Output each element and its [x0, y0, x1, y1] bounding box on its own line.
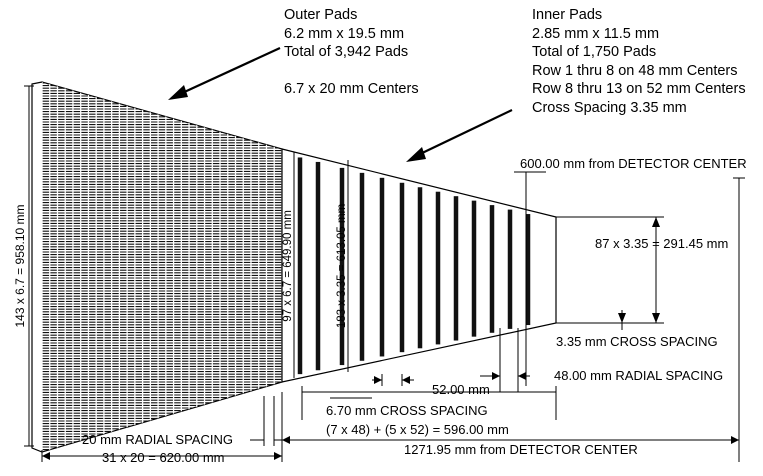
inner-pads-total: Total of 1,750 Pads: [532, 44, 657, 60]
inner-tip-height-label: 87 x 3.35 = 291.45 mm: [595, 236, 728, 251]
outer-pads-arrow: [168, 47, 281, 100]
inner-pad-row: [453, 196, 459, 341]
inner-pad-row: [379, 177, 385, 357]
cross-spacing-670-label: 6.70 mm CROSS SPACING: [326, 403, 488, 418]
outer-length-label: 31 x 20 = 620.00 mm: [102, 450, 225, 465]
inner-sector: [281, 148, 557, 383]
inner-pads-size: 2.85 mm x 11.5 mm: [532, 25, 660, 42]
inner-pad-row: [507, 209, 513, 329]
radial-20-label: 20 mm RADIAL SPACING: [82, 432, 233, 447]
inner-pads-cross-spacing: Cross Spacing 3.35 mm: [532, 99, 687, 116]
inner-outer-edge-height-label: 97 x 6.7 = 649.90 mm: [282, 210, 294, 322]
inner-pad-row: [297, 157, 303, 375]
inner-pads-title: Inner Pads: [532, 7, 603, 23]
inner-pad-row: [435, 191, 441, 345]
inner-pad-row: [417, 187, 423, 349]
detector-1271-label: 1271.95 mm from DETECTOR CENTER: [404, 442, 638, 457]
outer-pads-total: Total of 3,942 Pads: [284, 44, 409, 60]
inner-pads-annotation: Inner Pads 2.85 mm x 11.5 mm Total of 1,…: [532, 6, 746, 117]
inner-pad-row: [489, 205, 495, 333]
inner-height-label: 183 x 3.35 = 613.05 mm: [336, 204, 348, 328]
detector-600-label: 600.00 mm from DETECTOR CENTER: [520, 156, 747, 171]
inner-pads-arrow: [406, 109, 513, 162]
inner-length-label: (7 x 48) + (5 x 52) = 596.00 mm: [326, 422, 509, 437]
dimension-labels: 143 x 6.7 = 958.10 mm 97 x 6.7 = 649.90 …: [13, 156, 747, 465]
inner-pads-rows-8-13: Row 8 thru 13 on 52 mm Centers: [532, 81, 746, 97]
dimension-arrowheads: [42, 217, 739, 460]
inner-pad-row: [471, 200, 477, 337]
spacing-52-label: 52.00 mm: [432, 382, 490, 397]
outer-sector: [31, 81, 283, 453]
outer-pads-size: 6.2 mm x 19.5 mm: [284, 25, 405, 42]
outer-height-label: 143 x 6.7 = 958.10 mm: [13, 204, 27, 327]
inner-pad-row: [339, 167, 345, 366]
inner-pad-row: [525, 214, 531, 326]
outer-pads-centers: 6.7 x 20 mm Centers: [284, 81, 419, 97]
outer-pads-title: Outer Pads: [284, 7, 358, 23]
inner-pad-row: [315, 161, 321, 371]
outer-pads-spacer: [284, 62, 419, 81]
inner-pad-rows: [297, 157, 531, 375]
outer-pads-annotation: Outer Pads 6.2 mm x 19.5 mm Total of 3,9…: [284, 6, 419, 99]
cross-spacing-335-label: 3.35 mm CROSS SPACING: [556, 334, 718, 349]
inner-pad-row: [399, 182, 405, 353]
dimension-lines: [24, 85, 745, 462]
inner-pad-row: [359, 172, 365, 361]
inner-pads-rows-1-8: Row 1 thru 8 on 48 mm Centers: [532, 62, 738, 79]
radial-48-label: 48.00 mm RADIAL SPACING: [554, 368, 723, 383]
